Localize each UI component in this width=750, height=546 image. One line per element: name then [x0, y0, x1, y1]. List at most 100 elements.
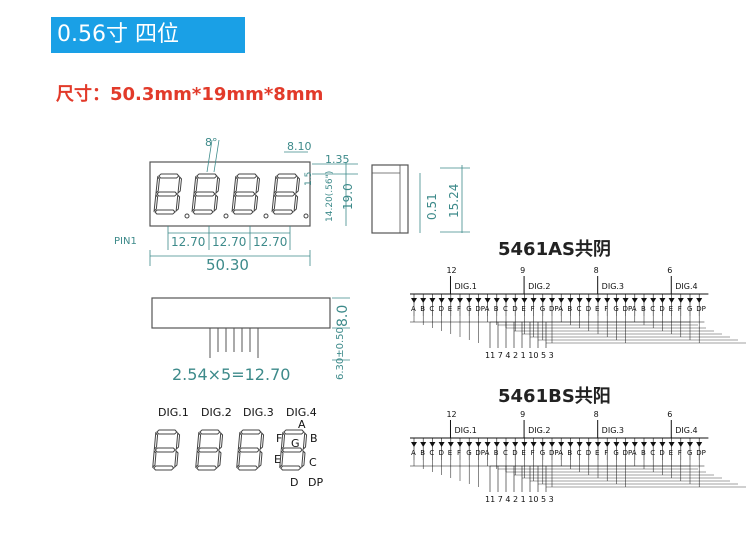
- schematic-a-seg-letter-1-6: F: [457, 305, 461, 313]
- schematic-a-seg-letter-2-2: B: [494, 305, 499, 313]
- schematic-a-diode-1-2: [420, 298, 427, 303]
- schematic-b-diode-2-7: [539, 442, 546, 447]
- schematic-a-top-pin-4: 6: [667, 266, 672, 275]
- legend-digit-3: [235, 429, 265, 471]
- banner: 0.56寸 四位: [51, 17, 245, 53]
- schematic-b-diode-1-8: [475, 442, 482, 447]
- digit-3: [231, 173, 261, 215]
- schematic-a-seg-letter-4-6: F: [678, 305, 682, 313]
- pin1-label: PIN1: [114, 236, 137, 247]
- schematic-b-diode-2-8: [549, 442, 555, 447]
- schematic-b-seg-letter-1-7: G: [466, 449, 471, 457]
- seg-dig-3: DIG.3: [243, 406, 274, 419]
- schematic-b-seg-letter-2-5: E: [521, 449, 525, 457]
- schematic-b-diode-3-7: [613, 442, 620, 447]
- schematic-a-top-pin-2: 9: [520, 266, 525, 275]
- schematic-b-diode-4-3: [650, 442, 657, 447]
- schematic-a-seg-letter-4-4: D: [659, 305, 664, 313]
- pin-pitch-label: 2.54×5=12.70: [172, 365, 290, 384]
- schematic-b-top-pin-3: 8: [594, 410, 599, 419]
- seg-e: E: [274, 453, 281, 466]
- schematic-a-diode-2-5: [521, 298, 528, 303]
- schematic-a-diode-2-8: [549, 298, 555, 303]
- schematic-b-seg-letter-4-2: B: [641, 449, 646, 457]
- schematic-b-diode-2-4: [512, 442, 519, 447]
- schematic-a-bottom-pins: 11 7 4 2 1 10 5 3: [485, 351, 554, 360]
- pitch-1-label: 12.70: [171, 235, 205, 249]
- seg-dp: DP: [308, 476, 323, 489]
- bottom-outline: [151, 297, 331, 329]
- schematic-b-diode-2-6: [530, 442, 537, 447]
- schematic-a-diode-4-6: [677, 298, 684, 303]
- schematic-a-seg-letter-2-1: A: [485, 305, 490, 313]
- seg-dig-2: DIG.2: [201, 406, 232, 419]
- seg-c: C: [309, 456, 317, 469]
- schematic-a-diode-4-2: [641, 298, 647, 303]
- legend-digit-1: [151, 429, 181, 471]
- schematic-b-dig-2: DIG.2: [528, 426, 550, 435]
- schematic-a-diode-2-1: [484, 298, 491, 303]
- schematic-b-seg-letter-1-4: D: [439, 449, 444, 457]
- schematic-b-diode-3-5: [595, 442, 601, 447]
- bottom-view: 8.0 6.30±0.50 2.54×5=12.70: [151, 297, 351, 384]
- schematic-a-seg-letter-3-8: DP: [623, 305, 633, 313]
- schematic-b-seg-letter-3-6: F: [604, 449, 608, 457]
- schematic-a-seg-letter-3-3: C: [577, 305, 582, 313]
- display-outline: [149, 161, 311, 227]
- schematic-b-seg-letter-2-4: D: [512, 449, 517, 457]
- schematic-a-diode-3-1: [558, 298, 565, 303]
- schematic-a-seg-letter-1-3: C: [429, 305, 434, 313]
- schematic-a-seg-letter-2-8: DP: [549, 305, 559, 313]
- legend-digit-4: [278, 429, 308, 471]
- schematic-b-diode-1-3: [429, 442, 436, 447]
- side-outline: [371, 164, 409, 234]
- schematic-b-seg-letter-3-4: D: [586, 449, 591, 457]
- schematic-a-diode-3-8: [622, 298, 629, 303]
- schematic-a-seg-letter-3-1: A: [558, 305, 563, 313]
- schematic-a-seg-letter-3-5: E: [595, 305, 599, 313]
- schematic-b-dig-3: DIG.3: [602, 426, 624, 435]
- schematic-b-diode-4-6: [677, 442, 684, 447]
- schematic-b-dig-1: DIG.1: [454, 426, 476, 435]
- schematic-b-top-pin-4: 6: [667, 410, 672, 419]
- schematic-a-top-pin-3: 8: [594, 266, 599, 275]
- schematic-a-diode-2-3: [503, 298, 509, 303]
- front-view: 8° 8.10 1.35 14.20(.56") 1.5 19.0 12.70 …: [114, 136, 358, 274]
- schematic-b-seg-letter-3-1: A: [558, 449, 563, 457]
- depth-label: 8.0: [335, 305, 351, 327]
- schematic-b-seg-letter-3-5: E: [595, 449, 599, 457]
- schematic-b-diode-2-2: [493, 442, 500, 447]
- schematic-b-seg-letter-2-3: C: [503, 449, 508, 457]
- schematic-b-seg-letter-1-1: A: [411, 449, 416, 457]
- schematic-a-dig-2: DIG.2: [528, 282, 550, 291]
- schematic-b-seg-letter-2-8: DP: [549, 449, 559, 457]
- schematic-a-seg-letter-4-2: B: [641, 305, 646, 313]
- schematic-a-title: 5461AS共阴: [498, 239, 611, 260]
- side-view: 0.51 15.24: [371, 164, 470, 234]
- schematic-b-diode-1-7: [466, 442, 473, 447]
- side-d1-label: 0.51: [425, 193, 439, 220]
- dp-4: [303, 213, 309, 219]
- schematic-a-diode-2-7: [539, 298, 546, 303]
- schematic-a-diode-3-5: [595, 298, 601, 303]
- seg-f: F: [276, 432, 282, 445]
- schematic-a-diode-3-4: [585, 298, 592, 303]
- legend-digit-2: [194, 429, 224, 471]
- schematic-b-diode-4-1: [631, 442, 638, 447]
- pin-length-label: 6.30±0.50: [335, 327, 346, 380]
- schematic-b-diode-4-7: [687, 442, 693, 447]
- schematic-b-diode-3-2: [567, 442, 574, 447]
- width-label: 50.30: [206, 256, 249, 274]
- schematic-a-diode-4-5: [668, 298, 675, 303]
- angle-label: 8°: [205, 136, 218, 149]
- small-dim-label: 1.5: [304, 172, 314, 186]
- schematic-b-seg-letter-1-3: C: [429, 449, 434, 457]
- schematic-a-dig-3: DIG.3: [602, 282, 624, 291]
- schematic-a-dig-1: DIG.1: [454, 282, 476, 291]
- schematic-b-seg-letter-2-6: F: [531, 449, 535, 457]
- top-gap-label: 1.35: [325, 153, 350, 166]
- schematic-a-diode-1-4: [438, 298, 445, 303]
- schematic-a-seg-letter-2-6: F: [531, 305, 535, 313]
